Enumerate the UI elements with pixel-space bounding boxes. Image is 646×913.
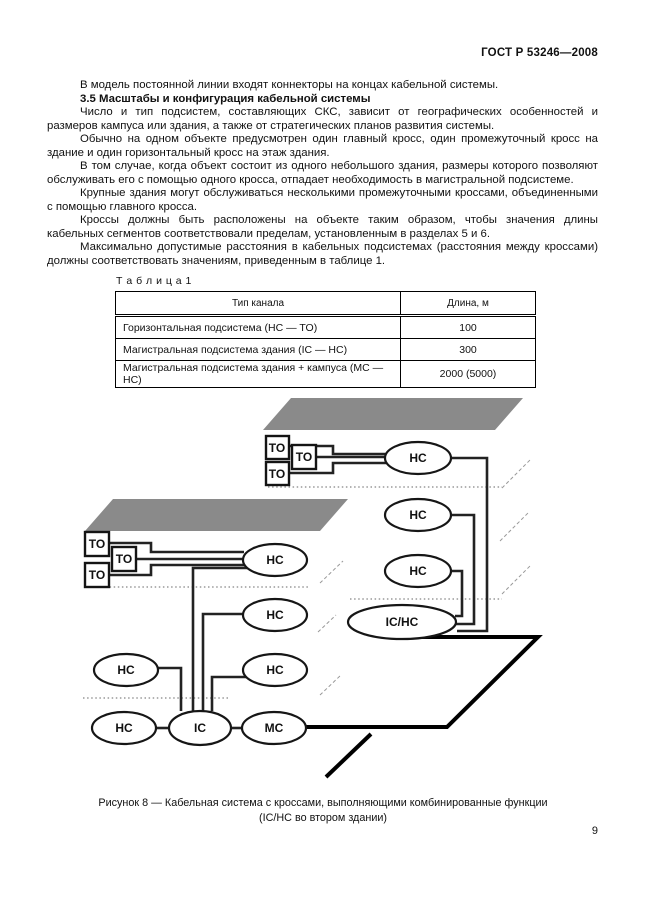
to-label: TO (269, 441, 285, 455)
hc-node (241, 652, 309, 688)
table-row: Магистральная подсистема здания + кампус… (115, 360, 536, 388)
cell-channel-type: Горизонтальная подсистема (HC — TO) (115, 315, 401, 339)
cell-length: 2000 (5000) (400, 360, 536, 388)
campus-backbone-tail (324, 732, 373, 779)
cell-length: 100 (400, 315, 536, 339)
paragraph: Крупные здания могут обслуживаться неско… (47, 187, 598, 213)
hc-label: HC (266, 553, 284, 567)
riser-line (158, 666, 183, 711)
figure-caption-line2: (IC/HC во втором здании) (258, 811, 387, 824)
figure-caption: Рисунок 8 — Кабельная система с кроссами… (0, 796, 646, 825)
hc-node (241, 542, 309, 578)
campus-backbone-line (295, 635, 543, 729)
table-row: Магистральная подсистема здания (IC — HC… (115, 338, 536, 361)
hc-label: HC (409, 508, 427, 522)
depth-dashed-line (317, 614, 337, 633)
ic-label: IC (194, 721, 206, 735)
hc-node (383, 440, 453, 476)
to-box (290, 443, 318, 471)
to-label: TO (269, 467, 285, 481)
paragraph: Число и тип подсистем, составляющих СКС,… (47, 106, 598, 132)
hc-label: HC (115, 721, 133, 735)
riser-line (450, 569, 464, 618)
paragraph: Максимально допустимые расстояния в кабе… (47, 241, 598, 267)
hc-label: HC (409, 451, 427, 465)
table-row: Горизонтальная подсистема (HC — TO) 100 (115, 315, 536, 339)
cell-channel-type: Магистральная подсистема здания (IC — HC… (115, 338, 401, 361)
ic-hc-label: IC/HC (386, 615, 419, 629)
ic-node (167, 709, 233, 747)
ic-hc-node (346, 603, 458, 641)
to-label: TO (89, 568, 105, 582)
to-box (83, 530, 111, 558)
paragraph: В модель постоянной линии входят коннект… (80, 79, 499, 91)
riser-line (450, 513, 476, 626)
table-label: Т а б л и ц а 1 (116, 275, 192, 287)
to-box (110, 545, 138, 573)
figure-8-diagram: TO TO TO TO TO TO HC HC HC IC/HC HC HC H… (83, 398, 543, 779)
column-header-length: Длина, м (400, 291, 536, 317)
to-box (264, 460, 291, 487)
cell-length: 300 (400, 338, 536, 361)
figure-caption-line1: Рисунок 8 — Кабельная система с кроссами… (98, 797, 548, 809)
mc-node (240, 710, 308, 746)
hc-label: HC (117, 663, 135, 677)
horizontal-wire (109, 563, 244, 577)
to-label: TO (296, 450, 312, 464)
hc-node (383, 553, 453, 589)
depth-dashed-line (501, 564, 532, 595)
to-box (83, 561, 111, 589)
depth-dashed-line (319, 674, 342, 696)
hc-node (241, 597, 309, 633)
riser-line (191, 566, 247, 711)
hc-node (90, 710, 158, 746)
hc-node (383, 497, 453, 533)
hc-label: HC (266, 608, 284, 622)
depth-dashed-line (499, 511, 530, 542)
hc-node (92, 652, 160, 688)
cell-channel-type: Магистральная подсистема здания + кампус… (115, 360, 401, 388)
to-label: TO (116, 552, 132, 566)
to-box (264, 434, 291, 461)
depth-dashed-line (501, 458, 532, 489)
body-text: В модель постоянной линии входят коннект… (47, 79, 598, 268)
depth-dashed-line (319, 560, 344, 584)
building-1-roof (85, 499, 348, 531)
hc-label: HC (266, 663, 284, 677)
paragraph: Кроссы должны быть расположены на объект… (47, 214, 598, 240)
horizontal-wire (109, 541, 244, 554)
hc-label: HC (409, 564, 427, 578)
paragraph: В том случае, когда объект состоит из од… (47, 160, 598, 186)
to-label: TO (89, 537, 105, 551)
riser-line (210, 675, 247, 711)
mc-label: MC (265, 721, 284, 735)
paragraph: Обычно на одном объекте предусмотрен оди… (47, 133, 598, 159)
horizontal-wire (289, 461, 386, 475)
page-number: 9 (591, 825, 598, 837)
riser-line (201, 612, 244, 711)
table-header-row: Тип канала Длина, м (115, 291, 536, 317)
section-heading: 3.5 Масштабы и конфигурация кабельной си… (80, 92, 371, 105)
table-1: Тип канала Длина, м Горизонтальная подси… (115, 291, 536, 388)
riser-line (450, 456, 489, 633)
doc-number-header: ГОСТ Р 53246—2008 (481, 47, 598, 59)
building-2-roof (263, 398, 523, 430)
column-header-type: Тип канала (115, 291, 401, 317)
